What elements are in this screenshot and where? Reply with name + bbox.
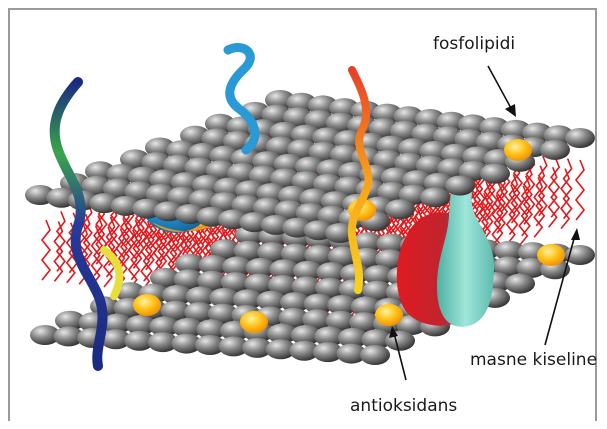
phospholipid-head <box>360 345 390 365</box>
phospholipid-head <box>480 164 510 184</box>
antioxidant <box>375 304 403 326</box>
fatty-acid-tail <box>576 160 584 220</box>
antioxidant <box>240 311 268 333</box>
phospholipid-head <box>420 187 450 207</box>
antioxidant <box>133 294 161 316</box>
label-masne-kiseline: masne kiseline <box>470 350 597 370</box>
label-fosfolipidi: fosfolipidi <box>433 34 515 54</box>
label-antioksidans: antioksidans <box>350 396 457 416</box>
fatty-acid-tail <box>564 159 572 219</box>
arrow-fosfolipidi <box>488 66 512 110</box>
phospholipid-head <box>385 331 415 351</box>
fatty-acid-tail <box>42 220 50 280</box>
arrow-head-masne <box>571 228 580 240</box>
phospholipid-head <box>385 199 415 219</box>
phospholipid-head <box>565 128 595 148</box>
antioxidant <box>504 139 532 161</box>
phospholipid-head <box>540 140 570 160</box>
phospholipid-head <box>445 176 475 196</box>
fatty-acid-tail <box>551 157 559 217</box>
glycan-chain-yellow <box>104 250 119 296</box>
phospholipid-head <box>505 274 535 294</box>
fatty-acid-tail <box>57 211 65 271</box>
antioxidant <box>537 244 565 266</box>
